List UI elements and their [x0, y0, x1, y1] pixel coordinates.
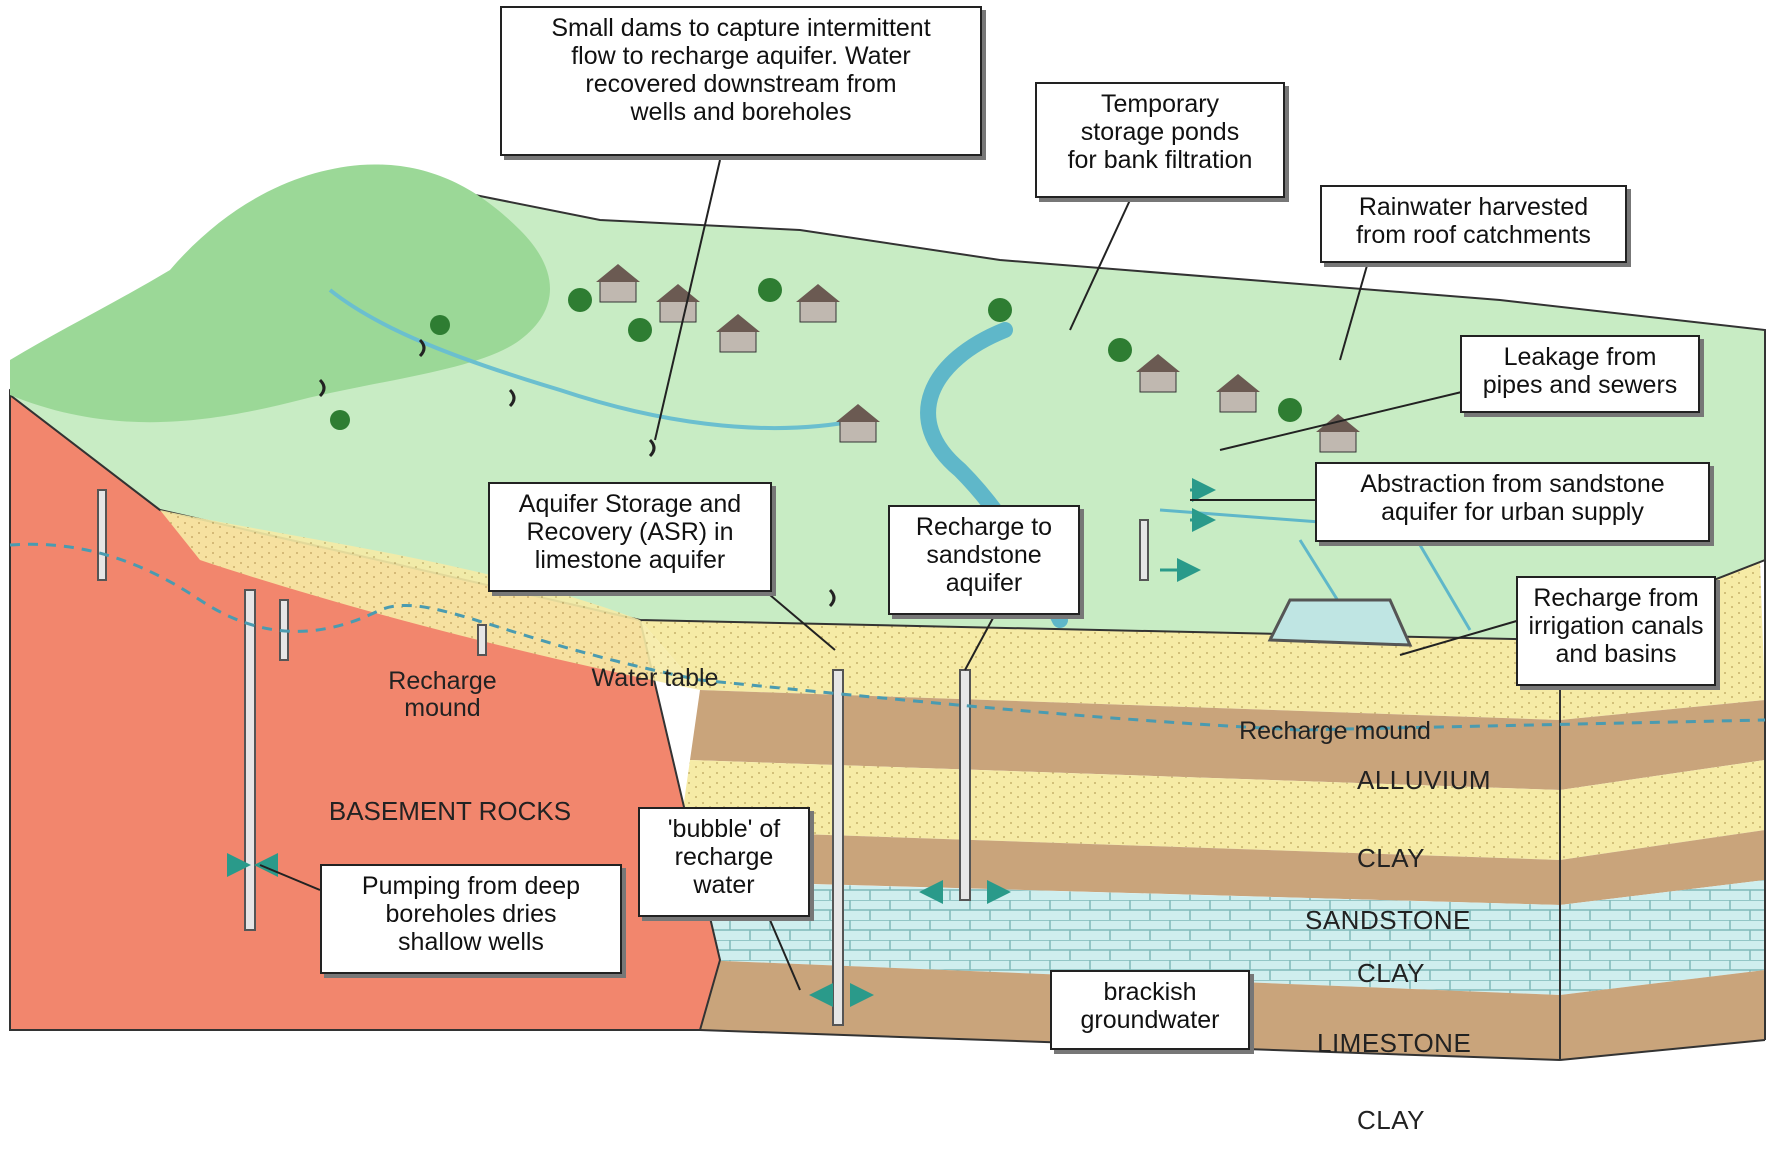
leakage-callout: Leakage from pipes and sewers — [1460, 335, 1700, 413]
tree-icon — [1108, 338, 1132, 362]
tree-icon — [628, 318, 652, 342]
recharge-sandstone-callout: Recharge to sandstone aquifer — [888, 505, 1080, 615]
irrigation-callout: Recharge from irrigation canals and basi… — [1516, 576, 1716, 686]
well-icon — [97, 489, 107, 581]
hills — [10, 164, 550, 423]
stream — [328, 288, 861, 431]
water-table-label: Water table — [591, 664, 719, 692]
rainwater-callout: Rainwater harvested from roof catchments — [1320, 185, 1627, 263]
limestone-face — [660, 880, 1765, 995]
well-icon — [832, 669, 844, 1026]
house-icon — [1216, 374, 1260, 413]
tree-icon — [988, 298, 1012, 322]
recharge-mound-left-label: Recharge mound — [388, 667, 497, 722]
layer-label-clay-2: CLAY — [1357, 958, 1425, 988]
basement-rocks-label: BASEMENT ROCKS — [328, 796, 572, 826]
flow-arrows — [227, 478, 1216, 1007]
tree-icon — [430, 315, 450, 335]
water-table-line — [9, 542, 1766, 732]
house-icon — [596, 264, 640, 303]
house-icon — [1136, 354, 1180, 393]
clay-face-1 — [690, 690, 1765, 790]
irrigation-basin — [1267, 598, 1413, 647]
tree-icon — [568, 288, 592, 312]
layer-label-sandstone: SANDSTONE — [1305, 905, 1471, 935]
abstraction-callout: Abstraction from sandstone aquifer for u… — [1315, 462, 1710, 542]
asr-callout: Aquifer Storage and Recovery (ASR) in li… — [488, 482, 772, 592]
house-icon — [716, 314, 760, 353]
dams — [318, 338, 836, 608]
house-icon — [836, 404, 880, 443]
bubble-callout: 'bubble' of recharge water — [638, 807, 810, 917]
layer-label-clay-1: CLAY — [1357, 843, 1425, 873]
temporary-ponds-callout: Temporary storage ponds for bank filtrat… — [1035, 82, 1285, 198]
dam-icon — [508, 388, 516, 408]
tree-icon — [330, 410, 350, 430]
sandstone-face — [680, 760, 1765, 860]
alluvium-top — [160, 510, 700, 690]
alluvium-face — [640, 560, 1765, 720]
layer-label-alluvium: ALLUVIUM — [1357, 765, 1492, 795]
dam-icon — [828, 588, 836, 608]
tree-icon — [1278, 398, 1302, 422]
dam-icon — [648, 438, 656, 458]
recharge-mound-right-label: Recharge mound — [1239, 717, 1431, 745]
dam-icon — [318, 378, 326, 398]
house-icon — [1316, 414, 1360, 453]
small-dams-callout: Small dams to capture intermittent flow … — [500, 6, 982, 156]
clay-face-2 — [670, 830, 1765, 905]
dam-icon — [418, 338, 426, 358]
brackish-callout: brackish groundwater — [1050, 970, 1250, 1050]
well-icon — [477, 624, 487, 656]
leader-lines — [259, 159, 1521, 991]
house-icon — [796, 284, 840, 323]
well-icon — [244, 589, 256, 931]
layer-label-limestone: LIMESTONE — [1317, 1028, 1472, 1058]
village — [330, 264, 1360, 453]
layer-label-clay-3: CLAY — [1357, 1105, 1425, 1135]
pumping-callout: Pumping from deep boreholes dries shallo… — [320, 864, 622, 974]
tree-icon — [758, 278, 782, 302]
well-icon — [1139, 519, 1149, 581]
